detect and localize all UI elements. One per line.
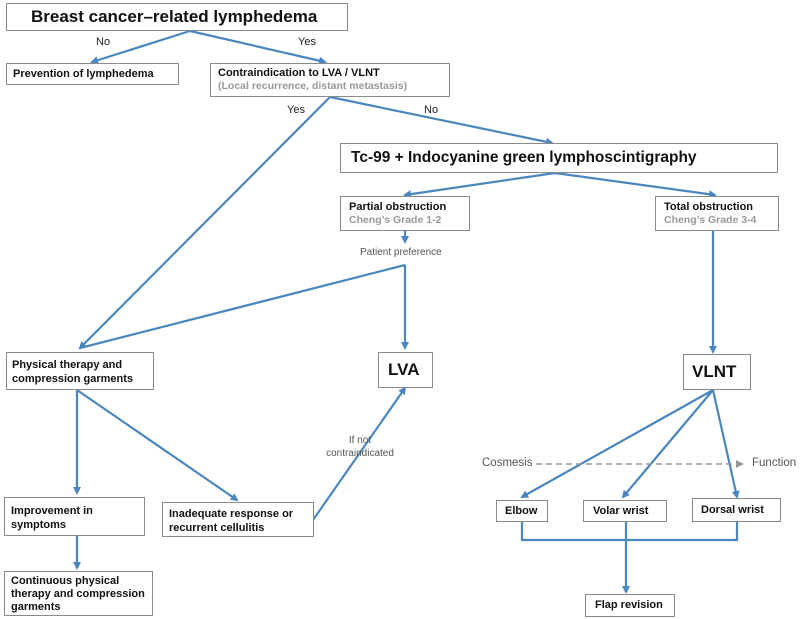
total-subtitle: Cheng’s Grade 3-4	[664, 214, 757, 226]
arrow-vlnt-dorsal	[711, 389, 740, 499]
arrow-pref-pt	[79, 263, 406, 350]
arrow-contra-yes	[78, 96, 331, 350]
label-yes-contraindication: Yes	[298, 36, 316, 48]
contraindication-subtitle: (Local recurrence, distant metastasis)	[218, 80, 408, 92]
arrow-tc99-partial	[403, 171, 556, 199]
label-patient-preference: Patient preference	[360, 247, 442, 258]
arrow-bcrl-yes	[189, 29, 327, 65]
node-improvement: Improvement in symptoms	[4, 497, 145, 536]
total-title: Total obstruction	[664, 201, 754, 213]
arrow-bcrl-no	[90, 29, 191, 65]
node-inadequate-response: Inadequate response or recurrent celluli…	[162, 502, 314, 537]
partial-subtitle: Cheng’s Grade 1-2	[349, 214, 442, 226]
node-partial-obstruction: Partial obstruction Cheng’s Grade 1-2	[340, 196, 470, 231]
node-continuous-therapy: Continuous physical therapy and compress…	[4, 571, 153, 616]
arrow-vlnt-volar	[621, 389, 714, 499]
contraindication-title: Contraindication to LVA / VLNT	[218, 67, 380, 79]
arrow-pt-inadequate	[76, 389, 239, 502]
node-physical-therapy: Physical therapy and compression garment…	[6, 352, 154, 390]
node-flap-revision: Flap revision	[585, 594, 675, 617]
arrow-inadequate-lva	[312, 386, 407, 521]
node-vlnt: VLNT	[683, 354, 751, 390]
label-if-not-contraindicated: If not contraindicated	[326, 435, 394, 459]
arrow-tc99-total	[554, 171, 717, 199]
node-prevention: Prevention of lymphedema	[6, 63, 179, 85]
label-yes-physical-therapy: Yes	[287, 104, 305, 116]
label-cosmesis: Cosmesis	[482, 457, 533, 469]
label-no-lymphoscintigraphy: No	[424, 104, 439, 116]
node-breast-cancer-lymphedema: Breast cancer–related lymphedema	[6, 3, 348, 31]
partial-title: Partial obstruction	[349, 201, 447, 213]
node-tc99-lymphoscintigraphy: Tc-99 + Indocyanine green lymphoscintigr…	[340, 143, 778, 173]
node-lva: LVA	[378, 352, 433, 388]
arrow-contra-no	[329, 95, 554, 146]
node-total-obstruction: Total obstruction Cheng’s Grade 3-4	[655, 196, 779, 231]
node-volar-wrist: Volar wrist	[583, 500, 667, 522]
node-dorsal-wrist: Dorsal wrist	[692, 498, 781, 522]
node-contraindication: Contraindication to LVA / VLNT (Local re…	[210, 63, 450, 97]
arrow-vlnt-elbow	[520, 389, 714, 498]
label-no-prevention: No	[96, 36, 111, 48]
node-elbow: Elbow	[496, 500, 548, 522]
label-function: Function	[752, 457, 797, 469]
merge-line-flap	[520, 522, 739, 542]
